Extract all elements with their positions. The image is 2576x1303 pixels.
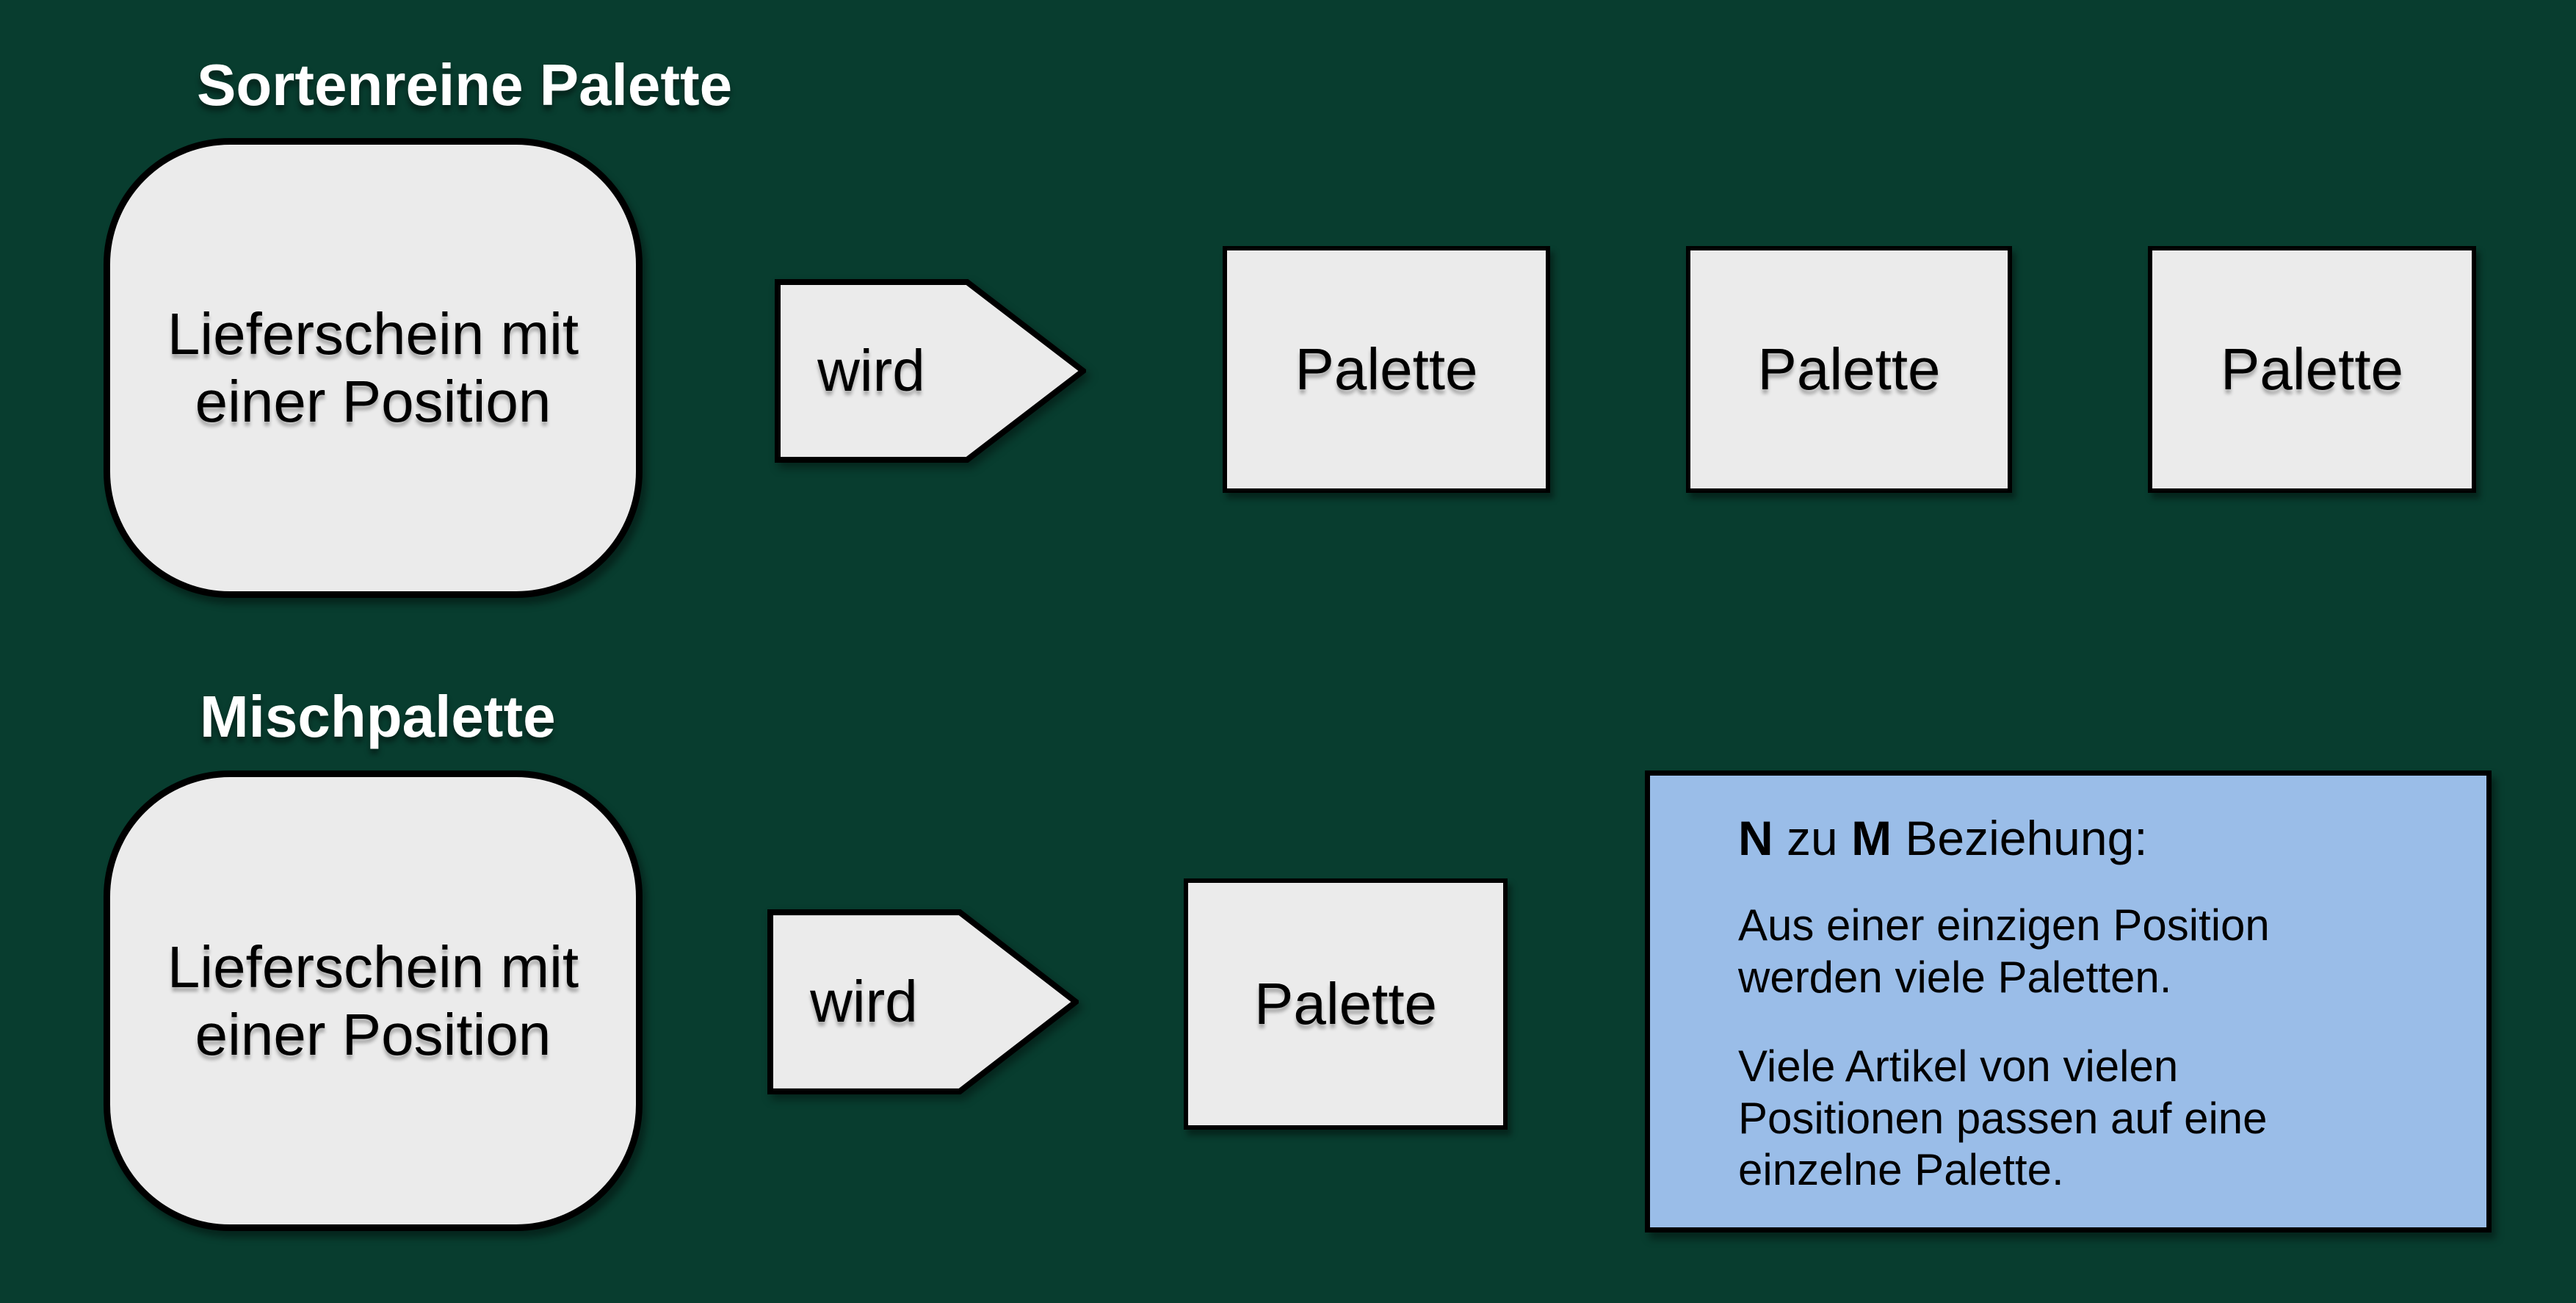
connector-label: wird [817, 338, 925, 403]
palette-label: Palette [1253, 971, 1438, 1036]
info-title-zu: zu [1773, 811, 1852, 865]
source-shape-sortenreine: Lieferschein mit einer Position [104, 138, 643, 598]
info-title-m: M [1851, 811, 1892, 865]
info-title-rest: Beziehung: [1892, 811, 2148, 865]
section-heading-mischpalette: Mischpalette [200, 684, 556, 749]
arrow-pentagon-shape [767, 909, 1079, 1094]
info-box: N zu M Beziehung: Aus einer einzigen Pos… [1645, 770, 2492, 1232]
palette-label: Palette [2220, 336, 2404, 402]
arrow-pentagon-shape [775, 279, 1086, 463]
palette-label: Palette [1295, 336, 1478, 402]
source-shape-misch: Lieferschein mit einer Position [104, 770, 643, 1231]
palette-label: Palette [1757, 336, 1941, 402]
info-paragraph-1: Aus einer einzigen Position werden viele… [1738, 900, 2270, 1002]
palette-box-1: Palette [1223, 246, 1550, 493]
connector-arrow-1: wird [775, 279, 1086, 463]
source-label: Lieferschein mit einer Position [167, 934, 579, 1067]
palette-box-3: Palette [2148, 246, 2476, 493]
palette-box-4: Palette [1184, 878, 1508, 1130]
info-title-n: N [1738, 811, 1773, 865]
info-title: N zu M Beziehung: [1738, 809, 2457, 867]
connector-label: wird [810, 969, 918, 1034]
connector-arrow-2: wird [767, 909, 1079, 1094]
section-heading-sortenreine-palette: Sortenreine Palette [197, 52, 733, 118]
palette-box-2: Palette [1686, 246, 2012, 493]
source-label: Lieferschein mit einer Position [167, 301, 579, 434]
info-paragraph-2: Viele Artikel von vielen Positionen pass… [1738, 1041, 2268, 1195]
